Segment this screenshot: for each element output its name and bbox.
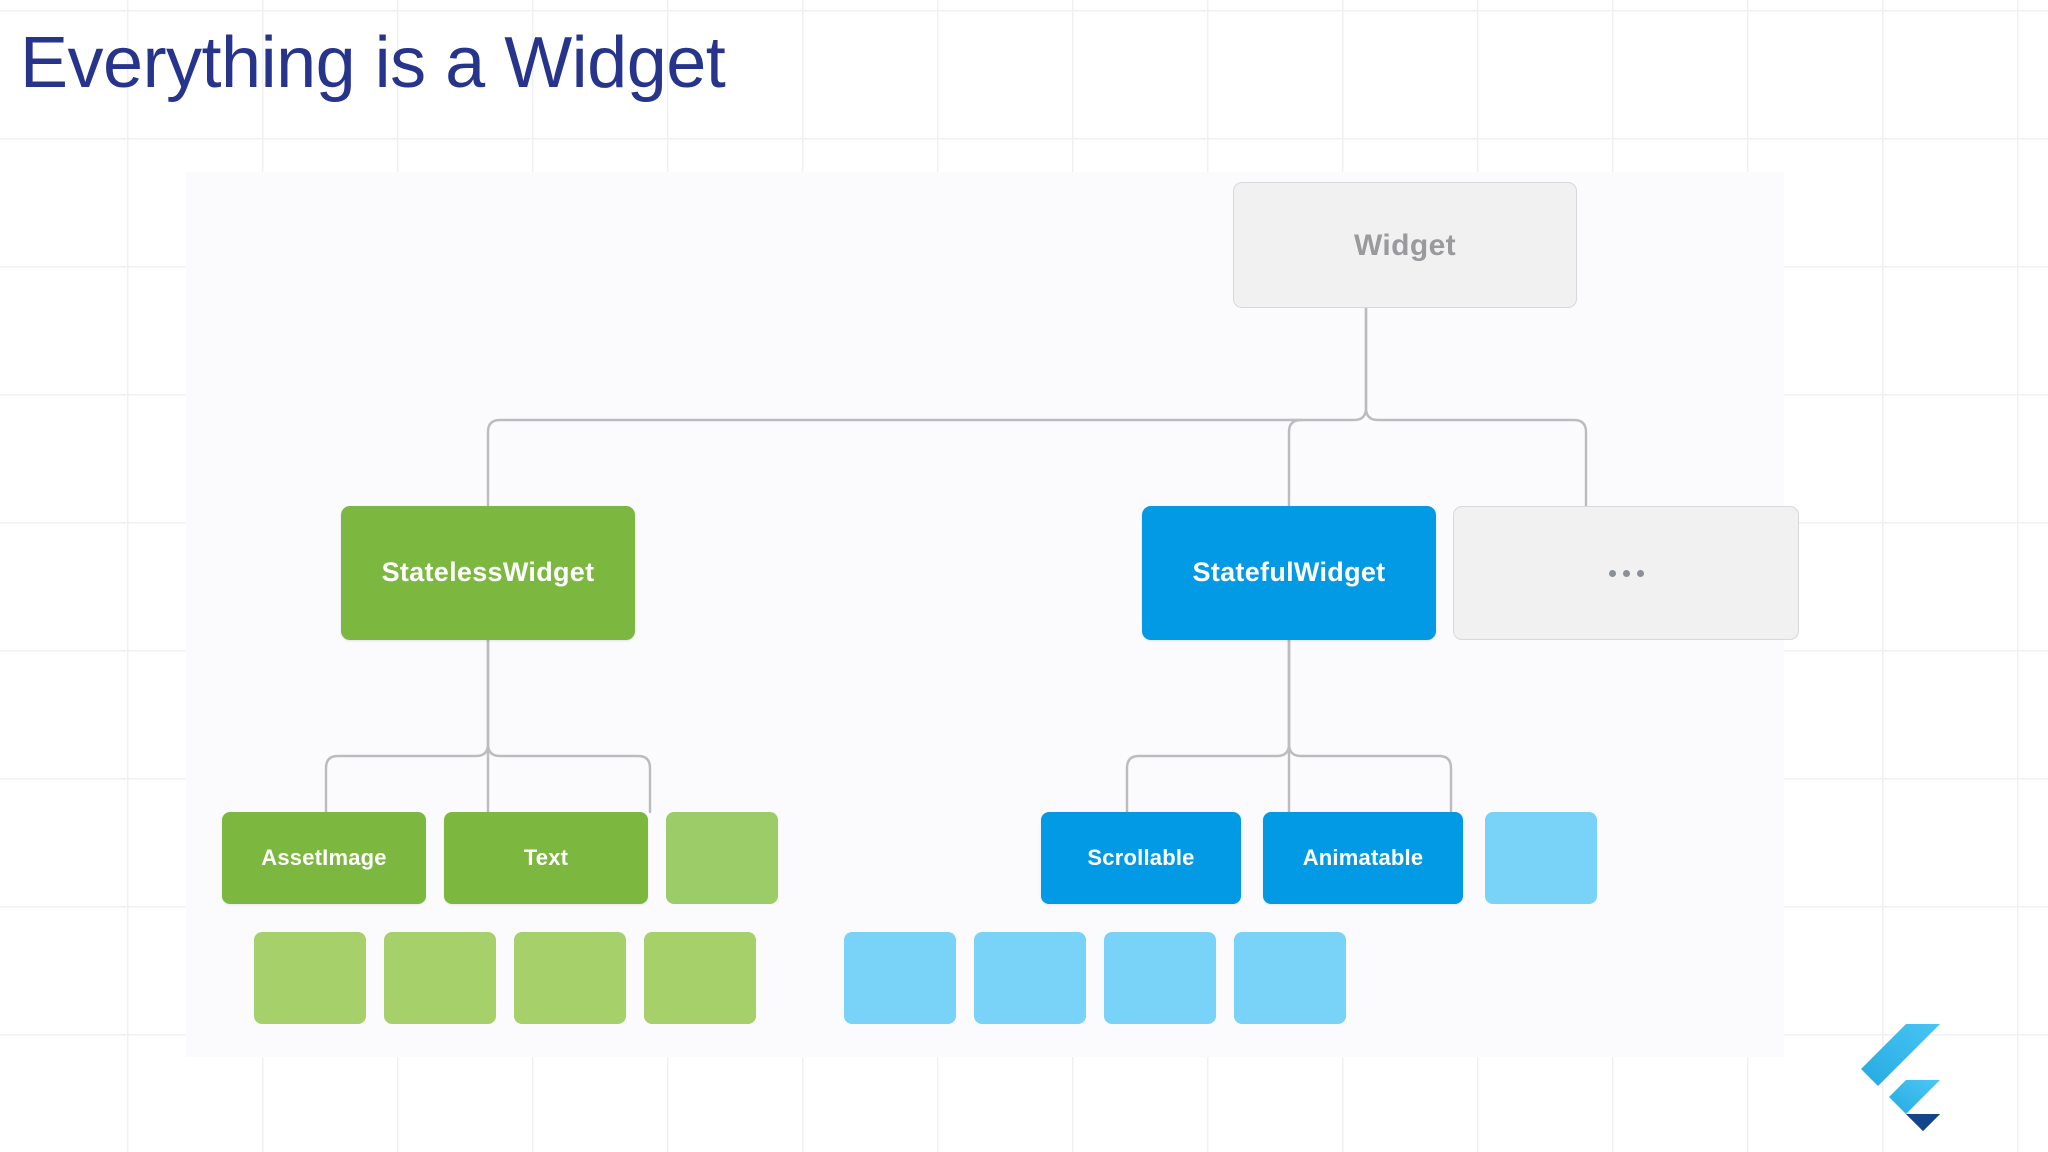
node-stateless-child-placeholder[interactable] xyxy=(666,812,778,904)
node-scrollable[interactable]: Scrollable xyxy=(1041,812,1241,904)
page-title: Everything is a Widget xyxy=(20,23,726,103)
connector-stateless-child-3 xyxy=(486,638,652,814)
node-animatable[interactable]: Animatable xyxy=(1263,812,1463,904)
node-stateless-stub-4[interactable] xyxy=(644,932,756,1024)
flutter-logo-upper xyxy=(1861,1024,1940,1086)
connector-root-to-ellipsis xyxy=(1364,306,1588,508)
flutter-logo-foot xyxy=(1906,1114,1940,1131)
node-widget[interactable]: Widget xyxy=(1233,182,1577,308)
connector-root-stem xyxy=(1294,306,1368,422)
node-stateless-stub-1[interactable] xyxy=(254,932,366,1024)
flutter-logo-lower xyxy=(1889,1080,1940,1114)
flutter-logo xyxy=(1861,1024,1940,1131)
connector-root-to-stateless xyxy=(486,418,1298,508)
node-stateless-stub-3[interactable] xyxy=(514,932,626,1024)
node-stateless-widget[interactable]: StatelessWidget xyxy=(341,506,635,640)
connector-stateful-child-3 xyxy=(1287,638,1453,814)
ellipsis-icon xyxy=(1608,569,1644,577)
widget-tree-diagram: Widget StatelessWidget StatefulWidget As… xyxy=(186,172,1799,1057)
node-stateful-stub-4[interactable] xyxy=(1234,932,1346,1024)
connector-stateless-child-1 xyxy=(324,638,490,814)
node-stateful-widget[interactable]: StatefulWidget xyxy=(1142,506,1436,640)
node-ellipsis[interactable] xyxy=(1453,506,1799,640)
node-assetimage[interactable]: AssetImage xyxy=(222,812,426,904)
node-stateless-stub-2[interactable] xyxy=(384,932,496,1024)
node-stateful-stub-1[interactable] xyxy=(844,932,956,1024)
node-stateful-stub-3[interactable] xyxy=(1104,932,1216,1024)
node-stateful-stub-2[interactable] xyxy=(974,932,1086,1024)
node-stateful-child-placeholder[interactable] xyxy=(1485,812,1597,904)
connector-stateful-child-1 xyxy=(1125,638,1291,814)
connector-root-to-stateful xyxy=(1287,418,1303,508)
node-text[interactable]: Text xyxy=(444,812,648,904)
